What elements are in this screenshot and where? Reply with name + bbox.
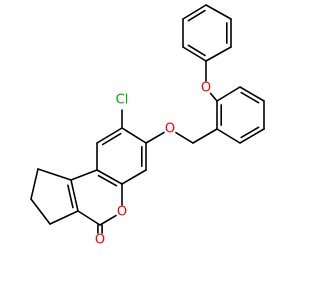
bond-c7-oe [145, 131, 165, 144]
bond-c3a-c9b [70, 179, 79, 212]
bond-c3a-c9b-inner [67, 184, 74, 209]
bond-b5-b6-inner [240, 126, 260, 139]
bond-b5-b6 [239, 128, 265, 144]
bond-b6-b1 [216, 128, 241, 144]
bond-c4-o5 [99, 214, 117, 226]
bond-p1-p2 [182, 46, 207, 62]
bond-p1-p2-inner [187, 44, 206, 57]
bond-b3-b4-inner [240, 91, 260, 104]
bond-c5a-c6 [121, 169, 147, 185]
bond-c5a-c9a [96, 169, 123, 185]
bond-c7-c8 [121, 127, 147, 144]
bond-layer [30, 4, 265, 234]
bond-oe-ch2 [175, 131, 194, 144]
atom-label-oe: O [165, 122, 175, 137]
bond-c8-c9-inner [101, 132, 122, 146]
bond-c3a-c4 [77, 210, 101, 226]
bond-ch2-b1 [192, 128, 218, 144]
atom-label-o4: O [95, 233, 105, 248]
bond-c1-c2 [30, 168, 39, 200]
atom-label-op: O [201, 81, 211, 96]
bond-b2-op [209, 92, 218, 102]
bond-b3-b4 [239, 86, 265, 102]
bond-c8-c9 [96, 127, 123, 144]
bond-c2-c3 [30, 198, 51, 225]
atom-label-cl: Cl [116, 93, 129, 108]
bond-p4-p5 [205, 4, 232, 20]
atom-label-o5: O [117, 205, 127, 220]
bond-c9b-c1 [37, 168, 72, 181]
bond-b2-b3 [216, 86, 241, 102]
bond-c5a-c9a-inner [97, 174, 118, 187]
bond-c3-c3a [49, 210, 79, 225]
bond-c9a-c9b [70, 169, 98, 181]
bond-p3-p4-inner [187, 9, 206, 22]
bond-p3-p4 [182, 4, 207, 20]
bond-p6-p1 [205, 46, 232, 62]
